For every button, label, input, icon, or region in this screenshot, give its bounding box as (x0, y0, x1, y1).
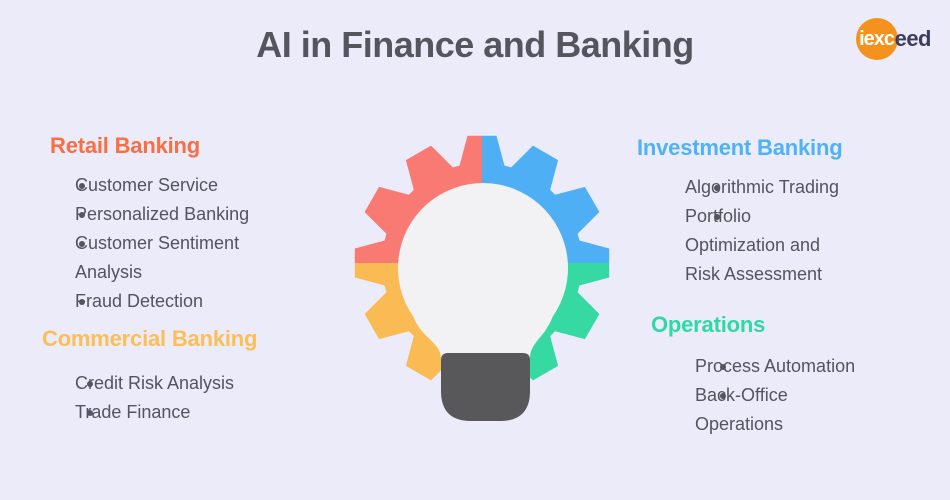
list-item: Fraud Detection (75, 287, 340, 316)
lightbulb-base-icon (441, 353, 530, 421)
section-title: Investment Banking (637, 135, 843, 160)
list-item: Process Automation (695, 352, 941, 381)
lightbulb-gear-illustration (354, 135, 610, 421)
logo-circle-icon: iexc (855, 18, 898, 60)
lightbulb-glass-icon (398, 183, 568, 359)
logo-text-outer: eed (894, 26, 932, 51)
brand-logo: iexc eed (855, 18, 932, 60)
list-item: Back-Office Operations (695, 381, 941, 439)
logo-text-inner: iexc (859, 27, 895, 50)
list-item: Personalized Banking (75, 200, 340, 229)
list-item: Algorithmic Trading (685, 173, 927, 202)
page-title: AI in Finance and Banking (256, 24, 694, 65)
section-title: Commercial Banking (42, 326, 258, 351)
section-title: Retail Banking (50, 133, 201, 158)
list-item: Portfolio Optimization and Risk Assessme… (685, 202, 927, 289)
list-item: Trade Finance (75, 398, 332, 427)
section-title: Operations (651, 312, 766, 337)
list-item: Credit Risk Analysis (75, 369, 332, 398)
list-item: Customer Service (75, 171, 340, 200)
list-item: Customer Sentiment Analysis (75, 229, 340, 287)
